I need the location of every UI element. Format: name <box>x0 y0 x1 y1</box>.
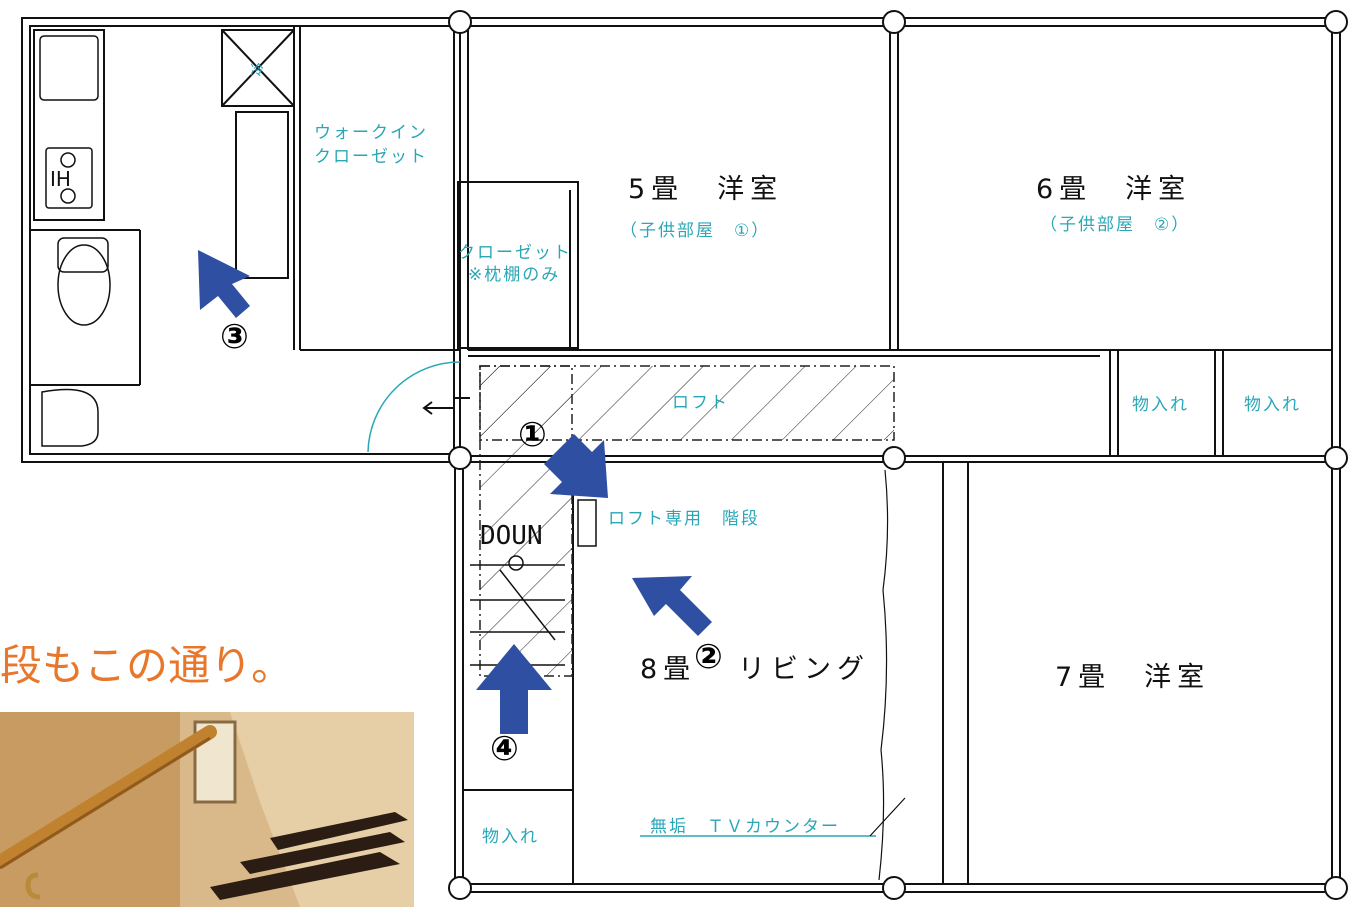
marker-1: ① <box>518 415 547 455</box>
living-label-a: 8畳 <box>640 654 696 685</box>
marker-4: ④ <box>490 729 519 769</box>
room5-label: 5畳 洋室 <box>628 174 783 205</box>
storage-label-a: 物入れ <box>1132 395 1189 415</box>
arrow-3 <box>198 250 250 318</box>
closet-label-1: クローゼット <box>458 243 572 263</box>
fixtures <box>39 35 111 447</box>
living-label-b: リビング <box>738 654 870 685</box>
columns <box>448 10 1348 900</box>
fridge-mark: 冷 <box>250 63 264 79</box>
loft-area <box>479 365 895 677</box>
ih-label: IH <box>50 167 71 191</box>
down-label: DOUN <box>480 521 543 551</box>
marker-3: ③ <box>220 317 249 357</box>
room7-label: 7畳 洋室 <box>1055 662 1210 693</box>
tv-counter-label: 無垢 ＴＶカウンター <box>650 817 840 837</box>
loft-label: ロフト <box>672 393 729 413</box>
storage-label-b: 物入れ <box>1244 395 1301 415</box>
marker-2: ② <box>694 637 723 677</box>
door-swing <box>367 361 461 453</box>
room6-label: 6畳 洋室 <box>1036 174 1191 205</box>
down-arrow-symbol <box>422 397 470 415</box>
tv-counter-leader <box>869 797 906 837</box>
arrow-2 <box>632 576 712 636</box>
room5-sub: （子供部屋 ①） <box>620 221 770 241</box>
storage-label-c: 物入れ <box>482 827 539 847</box>
living-wavy-edge <box>878 469 889 881</box>
staircase-photo <box>0 712 414 907</box>
arrow-1 <box>544 434 608 498</box>
walkin-label-1: ウォークイン <box>314 123 428 143</box>
walkin-label-2: クローゼット <box>314 147 428 167</box>
loft-stair-label: ロフト専用 階段 <box>608 509 760 529</box>
caption-text: 段もこの通り。 <box>0 641 294 690</box>
interior-walls <box>30 18 1332 884</box>
room6-sub: （子供部屋 ②） <box>1040 215 1190 235</box>
arrow-4 <box>476 644 552 734</box>
closet-label-2: ※枕棚のみ <box>468 265 560 285</box>
